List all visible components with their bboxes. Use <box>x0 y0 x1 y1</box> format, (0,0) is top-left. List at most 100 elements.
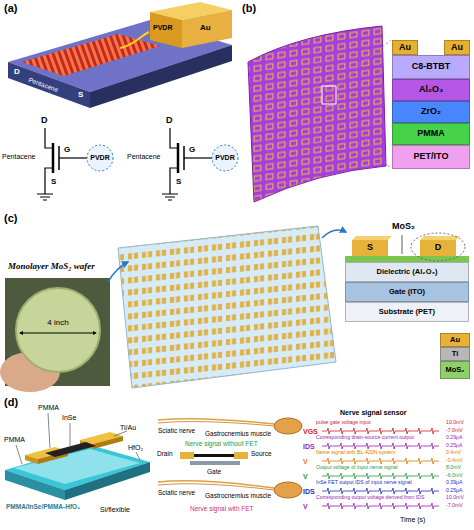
signal-name: V <box>303 473 308 481</box>
panel-label: (c) <box>4 212 17 224</box>
layer-name: Substrate (PET) <box>379 308 435 316</box>
layer-box: Ti <box>440 347 470 361</box>
layer-name: Au <box>399 43 411 53</box>
trace-caption: Nerve signal with BL-420N system <box>316 450 395 456</box>
pin-name: S <box>176 178 181 187</box>
electrode-label: Gate <box>207 468 221 475</box>
signal-name: IDS <box>303 443 315 451</box>
layer-box: Au <box>444 40 470 55</box>
anatomy-label: Gastrocnemius muscle <box>205 430 271 437</box>
scale-value: 10.0mV <box>446 495 464 501</box>
anatomy-label: Gastrocnemius muscle <box>205 492 271 499</box>
material-label: PVDR <box>153 24 172 32</box>
scale-value: -6.0mV <box>446 473 463 479</box>
layer-box: Al₂O₃ <box>392 79 470 101</box>
layer-name: PET/ITO <box>414 152 449 162</box>
scale-value: 8.0mV <box>446 465 461 471</box>
component-label: PVDR <box>90 154 109 162</box>
plot-title: Nerve signal sensor <box>340 409 407 417</box>
component-label: Pentacene <box>127 153 160 161</box>
pin-name: S <box>51 178 56 187</box>
layer-name: MoS₂ <box>445 366 464 374</box>
component-label: Pentacene <box>2 153 35 161</box>
pentacene-device <box>8 2 232 108</box>
layer-box: MoS₂ <box>440 361 470 379</box>
electrode-label: Source <box>251 450 272 457</box>
trace-caption: InSe FET output IDS of input nerve signa… <box>316 480 412 486</box>
electrode-label: S <box>367 243 373 253</box>
material-label: Au <box>200 24 211 33</box>
material-label: Si/flexible <box>100 506 130 514</box>
layer-name: Au <box>450 336 460 344</box>
scale-value: 10.0mV <box>446 420 464 426</box>
electrode-label: Drain <box>157 450 173 457</box>
electrode-label: D <box>435 243 442 253</box>
axis-title: Time (s) <box>400 516 425 524</box>
photo-caption: Monolayer MoS₂ wafer <box>8 262 95 272</box>
layer-box: C8-BTBT <box>392 55 470 79</box>
electrode-label: S <box>78 91 83 100</box>
layer-box: Au <box>392 40 418 55</box>
pin-name: D <box>166 116 173 126</box>
pin-name: G <box>64 146 70 155</box>
panel-label: (a) <box>4 2 17 14</box>
scale-value: 0.4mV <box>446 450 461 456</box>
layer-box: PMMA <box>392 123 470 145</box>
layer-name: Al₂O₃ <box>419 85 443 95</box>
mos2-device <box>345 233 469 262</box>
layer-name: PMMA <box>417 129 445 139</box>
signal-name: V <box>303 503 308 511</box>
trace-caption: pulse gate voltage input <box>316 420 371 426</box>
scale-value: -0.4mV <box>446 458 463 464</box>
trace-caption: Output voltage of input nerve signal <box>316 465 398 471</box>
trace-caption: Corresponding output voltage derived fro… <box>316 495 424 501</box>
scale-value: 0.39μA <box>446 480 463 486</box>
anatomy-label: Sciatic nerve <box>158 489 195 496</box>
layer-name: ZrO₂ <box>421 107 441 117</box>
transistor-circuit <box>37 128 113 200</box>
device-label: PMMA/InSe/PMMA-HfO₂ <box>6 503 80 510</box>
material-label: HfO₂ <box>128 444 143 452</box>
nerve-muscle <box>158 418 302 498</box>
layer-box: PET/ITO <box>392 145 470 169</box>
material-label: MoS₂ <box>392 222 415 232</box>
flexible-sheet <box>108 226 346 388</box>
scale-value: -7.0mV <box>446 428 463 434</box>
scale-value: -7.0mV <box>446 503 463 509</box>
material-label: PMMA <box>4 436 25 444</box>
scale-value: 0.25μA <box>446 443 463 449</box>
material-label: InSe <box>62 414 76 422</box>
scenario-label: Nerve signal without FET <box>185 440 258 447</box>
material-label: PMMA <box>38 404 59 412</box>
material-label: Ti/Au <box>120 424 136 432</box>
layer-name: C8-BTBT <box>412 62 451 72</box>
dimension: 4 inch <box>47 319 68 328</box>
layer-name: Dielectric (Al₂O₃) <box>377 268 438 276</box>
panel-label: (b) <box>242 2 256 14</box>
anatomy-label: Sciatic nerve <box>158 427 195 434</box>
layer-box: ZrO₂ <box>392 101 470 123</box>
layer-name: Gate (ITO) <box>389 288 425 296</box>
layer-box: Substrate (PET) <box>345 302 469 322</box>
layer-name: Au <box>451 43 463 53</box>
scenario-label: Nerve signal with FET <box>190 505 254 512</box>
trace-caption: Corresponding drain-source current outpu… <box>316 435 414 441</box>
layer-name: Ti <box>452 350 459 358</box>
wafer-photo <box>0 278 110 392</box>
pin-name: G <box>189 146 195 155</box>
layer-box: Dielectric (Al₂O₃) <box>345 262 469 282</box>
inse-device <box>5 413 150 500</box>
layer-box: Gate (ITO) <box>345 282 469 302</box>
layer-box: Au <box>440 333 470 347</box>
panel-label: (d) <box>4 396 18 408</box>
pin-name: D <box>41 116 48 126</box>
signal-name: VGS <box>303 428 318 436</box>
flexible-array <box>248 26 391 202</box>
signal-name: IDS <box>303 488 315 496</box>
scale-value: 0.25μA <box>446 488 463 494</box>
electrode-label: D <box>14 68 20 77</box>
component-label: PVDR <box>215 154 234 162</box>
transistor-circuit <box>162 128 238 200</box>
scale-value: 0.29μA <box>446 435 463 441</box>
